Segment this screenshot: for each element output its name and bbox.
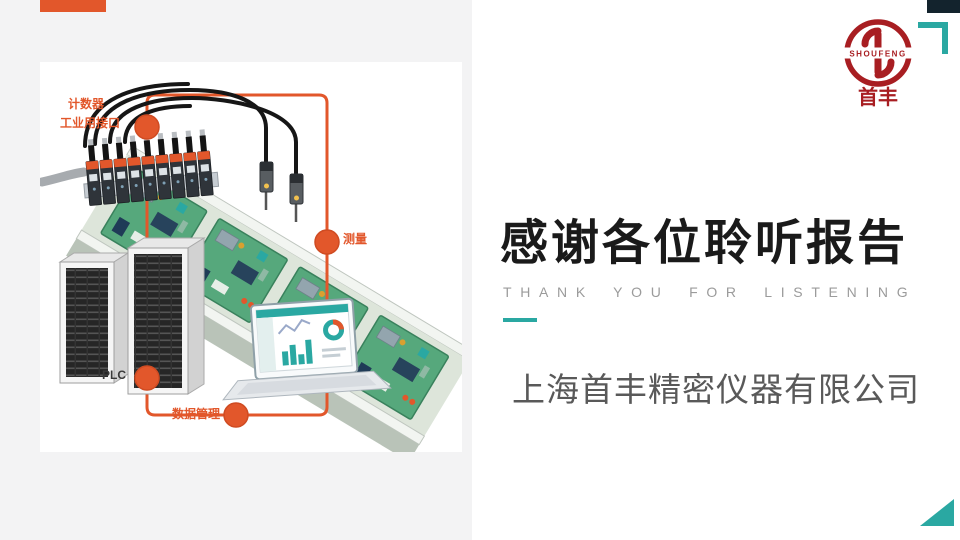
plc-server-towers bbox=[58, 237, 206, 395]
counter-module-bank bbox=[83, 128, 220, 207]
process-illustration: 计数器 工业用接口 测量 PLC 数据管理 bbox=[37, 62, 476, 462]
logo-brand-cn: 首丰 bbox=[858, 85, 898, 109]
label-measure: 测量 bbox=[343, 232, 368, 246]
slide-subtitle: THANK YOU FOR LISTENING bbox=[503, 284, 917, 300]
label-counter: 计数器 bbox=[68, 97, 105, 111]
process-nodes bbox=[134, 114, 340, 428]
data-laptop bbox=[222, 297, 392, 401]
label-plc: PLC bbox=[102, 368, 126, 382]
orange-loop-path bbox=[145, 93, 329, 417]
process-node-measure bbox=[314, 229, 340, 255]
process-diagram-svg bbox=[37, 82, 476, 462]
top-right-dark-corner bbox=[927, 0, 960, 13]
process-node-data bbox=[223, 402, 249, 428]
logo-stroke-bottom bbox=[874, 58, 895, 79]
logo-stroke-top bbox=[861, 27, 882, 48]
logo-graphic: SHOUFENG 首丰 bbox=[844, 19, 912, 109]
process-node-counter bbox=[134, 114, 160, 140]
photo-sensors bbox=[259, 161, 304, 222]
process-node-plc bbox=[134, 365, 160, 391]
supply-cable bbox=[37, 167, 89, 187]
top-right-teal-bracket-icon bbox=[918, 22, 948, 54]
company-name: 上海首丰精密仪器有限公司 bbox=[512, 371, 920, 408]
bottom-right-teal-triangle-icon bbox=[920, 499, 954, 526]
sensor-cables bbox=[83, 82, 298, 176]
logo-brand-en: SHOUFENG bbox=[849, 50, 906, 59]
company-logo: SHOUFENG 首丰 bbox=[838, 16, 918, 110]
logo-band bbox=[844, 47, 912, 59]
label-interface: 工业用接口 bbox=[60, 116, 121, 130]
top-orange-accent-bar bbox=[40, 0, 106, 12]
teal-divider bbox=[503, 318, 537, 322]
slide-title: 感谢各位聆听报告 bbox=[500, 217, 909, 270]
label-data-management: 数据管理 bbox=[172, 407, 221, 421]
